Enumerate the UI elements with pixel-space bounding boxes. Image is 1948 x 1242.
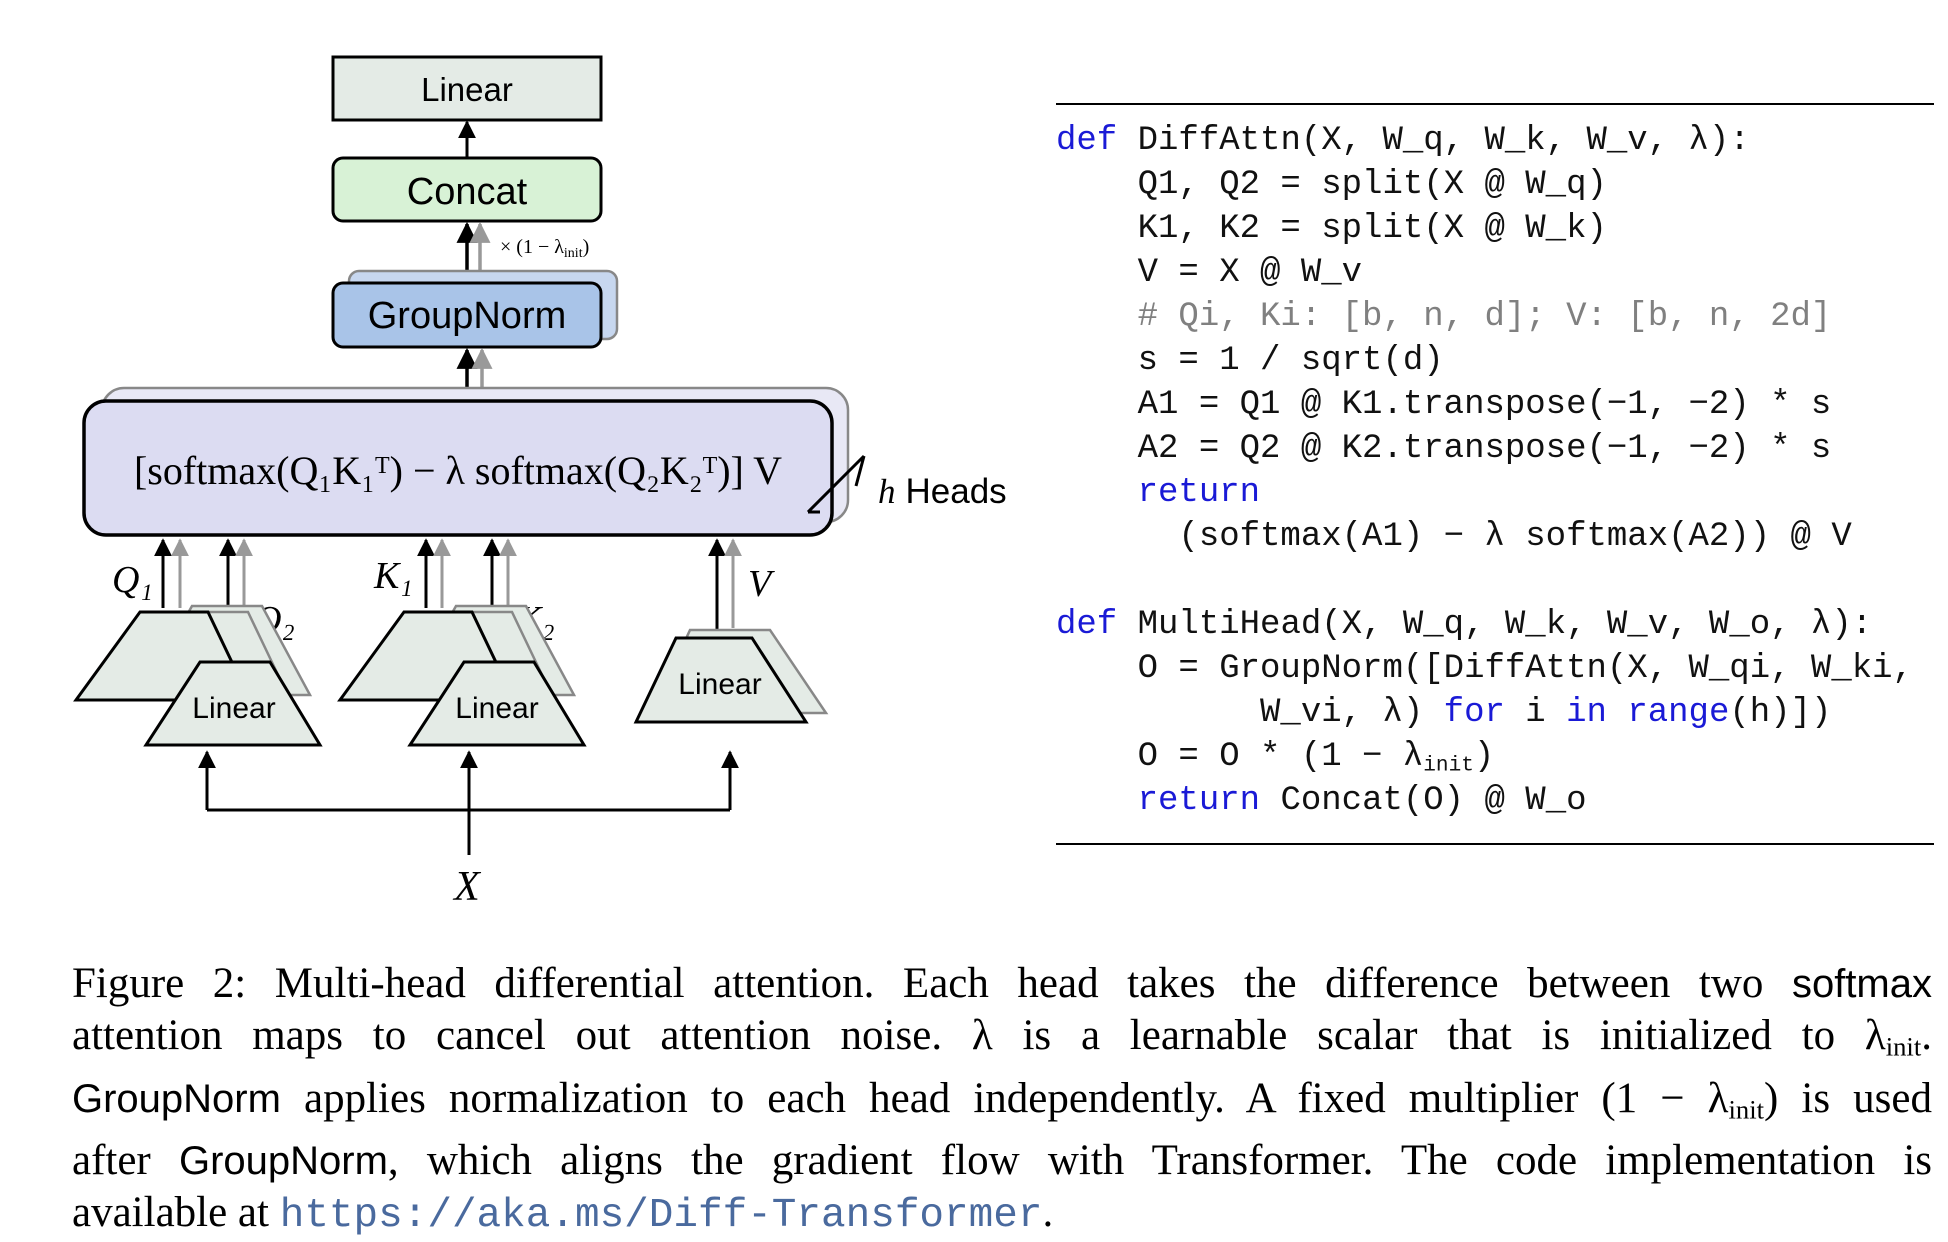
linear-v-label: Linear bbox=[678, 668, 761, 701]
v-arrows bbox=[708, 538, 742, 635]
heads-brace bbox=[806, 454, 866, 514]
concat-box: Concat bbox=[331, 156, 603, 223]
code-line: s = 1 / sqrt(d) bbox=[1056, 342, 1444, 380]
code-line: def MultiHead(X, W_q, W_k, W_v, W_o, λ): bbox=[1056, 606, 1873, 644]
code-line: (softmax(A1) − λ softmax(A2)) @ V bbox=[1056, 518, 1852, 556]
label-q1: Q₁ bbox=[112, 559, 153, 601]
code-line bbox=[1056, 559, 1913, 603]
code-line: W_vi, λ) for i in range(h)]) bbox=[1056, 694, 1832, 732]
linear-k-stack: Linear bbox=[337, 604, 587, 747]
linear-output-box: Linear bbox=[331, 55, 603, 122]
linear-k-label: Linear bbox=[455, 692, 538, 725]
code-line: return bbox=[1137, 474, 1261, 512]
attention-formula: [softmax(Q₁K₁ᵀ) − λ softmax(Q₂K₂ᵀ)] V bbox=[134, 448, 782, 493]
pseudocode-panel: def DiffAttn(X, W_q, W_k, W_v, λ): Q1, Q… bbox=[1056, 103, 1934, 845]
label-k1: K₁ bbox=[373, 555, 413, 597]
groupnorm-box: GroupNorm bbox=[331, 269, 619, 349]
label-x: X bbox=[452, 864, 482, 910]
code-line: return Concat(O) @ W_o bbox=[1137, 782, 1587, 820]
figure-caption: Figure 2: Multi-head differential attent… bbox=[72, 958, 1932, 1242]
groupnorm-label: GroupNorm bbox=[368, 295, 567, 337]
code-line: # Qi, Ki: [b, n, d]; V: [b, n, 2d] bbox=[1056, 298, 1832, 336]
caption-line: available at https://aka.ms/Diff-Transfo… bbox=[72, 1189, 1054, 1240]
scale-factor-label: × (1 − λinit) bbox=[500, 236, 589, 261]
code-line: K1, K2 = split(X @ W_k) bbox=[1056, 210, 1607, 248]
code-line: A1 = Q1 @ K1.transpose(−1, −2) * s bbox=[1056, 386, 1832, 424]
caption-line: Figure 2: Multi-head differential attent… bbox=[72, 960, 1932, 1007]
attention-head-box: [softmax(Q₁K₁ᵀ) − λ softmax(Q₂K₂ᵀ)] V bbox=[82, 386, 850, 537]
linear-q-label: Linear bbox=[192, 692, 275, 725]
linear-output-label: Linear bbox=[421, 71, 513, 108]
diff-attention-diagram: Linear Concat × (1 − λinit) GroupNorm [s… bbox=[73, 55, 1007, 910]
code-url-link[interactable]: https://aka.ms/Diff-Transformer bbox=[279, 1193, 1043, 1240]
code-line: A2 = Q2 @ K2.transpose(−1, −2) * s bbox=[1056, 430, 1832, 468]
pseudocode-block: def DiffAttn(X, W_q, W_k, W_v, λ): Q1, Q… bbox=[1056, 119, 1913, 823]
caption-line: after GroupNorm, which aligns the gradie… bbox=[72, 1137, 1932, 1185]
concat-label: Concat bbox=[407, 171, 528, 213]
code-line: O = O * (1 − λinit) bbox=[1056, 738, 1495, 778]
code-line: Q1, Q2 = split(X @ W_q) bbox=[1056, 166, 1607, 204]
linear-q-stack: Linear bbox=[73, 604, 323, 747]
caption-line: attention maps to cancel out attention n… bbox=[72, 1012, 1932, 1062]
code-line: O = GroupNorm([DiffAttn(X, W_qi, W_ki, bbox=[1056, 650, 1913, 688]
code-line: V = X @ W_v bbox=[1056, 254, 1363, 292]
linear-v-stack: Linear bbox=[633, 628, 829, 724]
label-v: V bbox=[748, 563, 775, 605]
caption-line: GroupNorm applies normalization to each … bbox=[72, 1074, 1932, 1125]
code-line: def DiffAttn(X, W_q, W_k, W_v, λ): bbox=[1056, 122, 1750, 160]
x-input-routing bbox=[198, 750, 739, 855]
